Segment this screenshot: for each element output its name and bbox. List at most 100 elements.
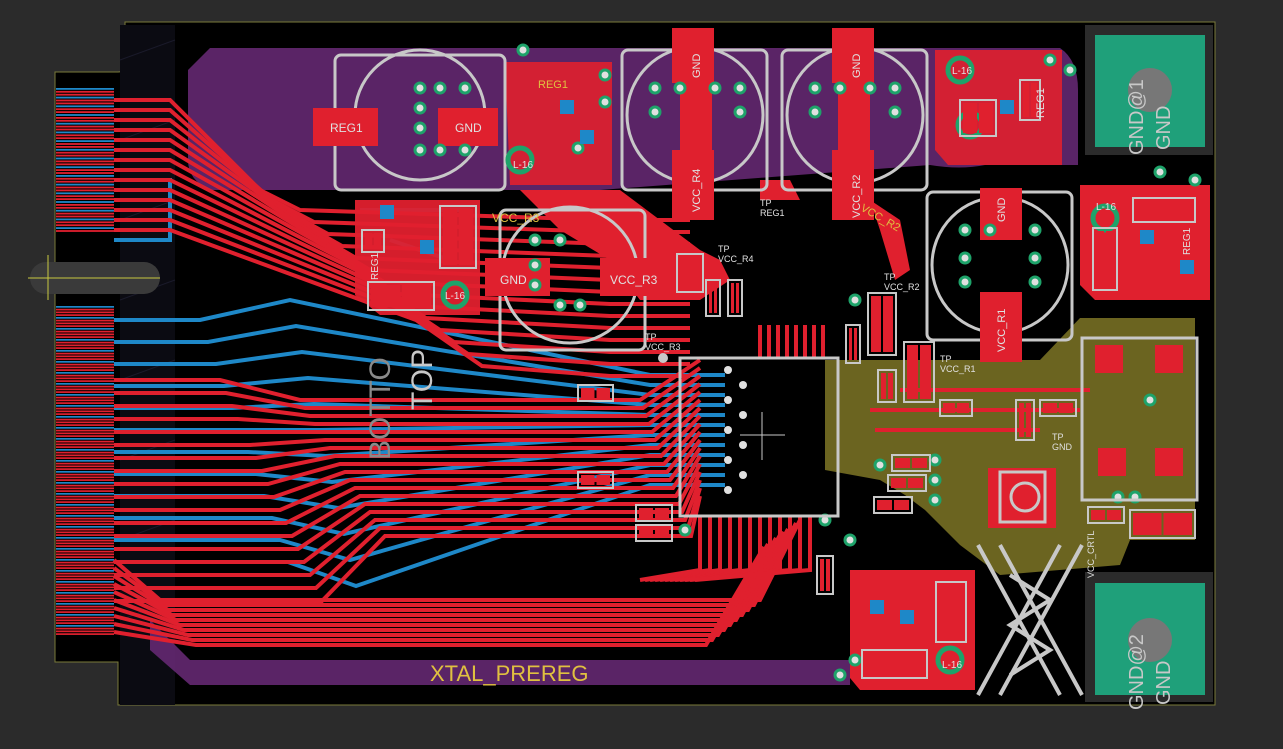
connector-finger[interactable] [56, 468, 114, 470]
connector-finger[interactable] [56, 137, 114, 140]
connector-finger[interactable] [56, 586, 114, 589]
smd-pad[interactable] [871, 296, 881, 352]
smd-pad[interactable] [1000, 100, 1014, 114]
via[interactable] [928, 493, 942, 507]
connector-finger[interactable] [56, 578, 114, 580]
connector-finger[interactable] [56, 209, 114, 212]
smd-pad[interactable] [900, 610, 914, 624]
smd-outline[interactable] [887, 474, 927, 492]
connector-finger[interactable] [56, 581, 114, 583]
via[interactable] [808, 81, 822, 95]
connector-finger[interactable] [56, 559, 114, 561]
ic-pin[interactable] [739, 471, 747, 479]
connector-finger[interactable] [56, 460, 114, 462]
connector-finger[interactable] [56, 131, 114, 134]
connector-finger[interactable] [56, 224, 114, 227]
via[interactable] [848, 653, 862, 667]
via[interactable] [928, 473, 942, 487]
connector-finger[interactable] [56, 570, 114, 572]
smd-pad[interactable] [877, 500, 892, 510]
connector-finger[interactable] [56, 204, 114, 206]
via[interactable] [1028, 275, 1042, 289]
via-ring[interactable] [440, 280, 470, 310]
smd-pad[interactable] [459, 209, 473, 265]
via[interactable] [958, 275, 972, 289]
smd-pad[interactable] [939, 585, 950, 639]
connector-finger[interactable] [56, 630, 114, 633]
connector-finger[interactable] [56, 166, 114, 169]
smd-pad[interactable] [1026, 403, 1031, 437]
via[interactable] [1153, 165, 1167, 179]
connector-finger[interactable] [56, 561, 114, 564]
smd-outline[interactable] [903, 341, 935, 403]
smd-outline[interactable] [635, 524, 673, 542]
via[interactable] [433, 143, 447, 157]
connector-finger[interactable] [56, 314, 114, 316]
smd-outline[interactable] [361, 229, 385, 253]
connector-finger[interactable] [56, 391, 114, 393]
via[interactable] [888, 81, 902, 95]
via[interactable] [708, 81, 722, 95]
connector-finger[interactable] [56, 333, 114, 336]
smd-outline[interactable] [1087, 506, 1125, 524]
connector-finger[interactable] [56, 198, 114, 200]
rf-module-footprint[interactable] [1080, 336, 1199, 502]
smd-pad[interactable] [1059, 403, 1073, 413]
smd-pad[interactable] [963, 103, 977, 133]
connector-finger[interactable] [56, 344, 114, 347]
via-ring[interactable] [505, 145, 535, 175]
connector-finger[interactable] [56, 567, 114, 569]
connector-finger[interactable] [56, 473, 114, 476]
connector-finger[interactable] [56, 548, 114, 550]
via[interactable] [571, 141, 585, 155]
ic-pin[interactable] [739, 441, 747, 449]
connector-finger[interactable] [56, 572, 114, 575]
smd-outline[interactable] [1019, 79, 1041, 121]
via[interactable] [528, 278, 542, 292]
smd-outline[interactable] [867, 292, 897, 356]
connector-finger[interactable] [56, 96, 114, 99]
connector-finger[interactable] [56, 206, 114, 209]
connector-finger[interactable] [56, 438, 114, 440]
connector-finger[interactable] [56, 355, 114, 358]
via[interactable] [848, 293, 862, 307]
connector-finger[interactable] [56, 526, 114, 528]
connector-finger[interactable] [56, 583, 114, 586]
smd-pad[interactable] [380, 205, 394, 219]
ic-pin[interactable] [724, 486, 732, 494]
smd-pad[interactable] [826, 559, 830, 591]
smd-outline[interactable] [727, 279, 743, 317]
smd-pad[interactable] [952, 585, 963, 639]
via[interactable] [1143, 393, 1157, 407]
via[interactable] [528, 233, 542, 247]
connector-finger[interactable] [56, 622, 114, 624]
smd-pad[interactable] [581, 475, 595, 485]
connector-finger[interactable] [56, 537, 114, 539]
connector-finger[interactable] [56, 410, 114, 413]
connector-finger[interactable] [56, 143, 114, 145]
connector-finger[interactable] [56, 594, 114, 597]
connector-finger[interactable] [56, 140, 114, 142]
via[interactable] [833, 81, 847, 95]
smd-pad[interactable] [736, 283, 739, 313]
smd-pad[interactable] [908, 478, 923, 488]
crystal-footprint[interactable] [988, 468, 1056, 528]
connector-finger[interactable] [56, 183, 114, 186]
connector-finger[interactable] [56, 611, 114, 613]
connector-finger[interactable] [56, 476, 114, 479]
connector-finger[interactable] [56, 341, 114, 344]
smd-pad[interactable] [907, 345, 918, 399]
via[interactable] [733, 105, 747, 119]
via[interactable] [413, 121, 427, 135]
connector-finger[interactable] [56, 421, 114, 424]
via[interactable] [843, 533, 857, 547]
connector-finger[interactable] [56, 501, 114, 503]
connector-finger[interactable] [56, 369, 114, 371]
via[interactable] [413, 143, 427, 157]
connector-finger[interactable] [56, 597, 114, 600]
smd-pad[interactable] [580, 130, 594, 144]
smd-pad[interactable] [895, 458, 910, 468]
connector-finger[interactable] [56, 385, 114, 388]
connector-finger[interactable] [56, 146, 114, 148]
smd-pad[interactable] [639, 528, 653, 538]
